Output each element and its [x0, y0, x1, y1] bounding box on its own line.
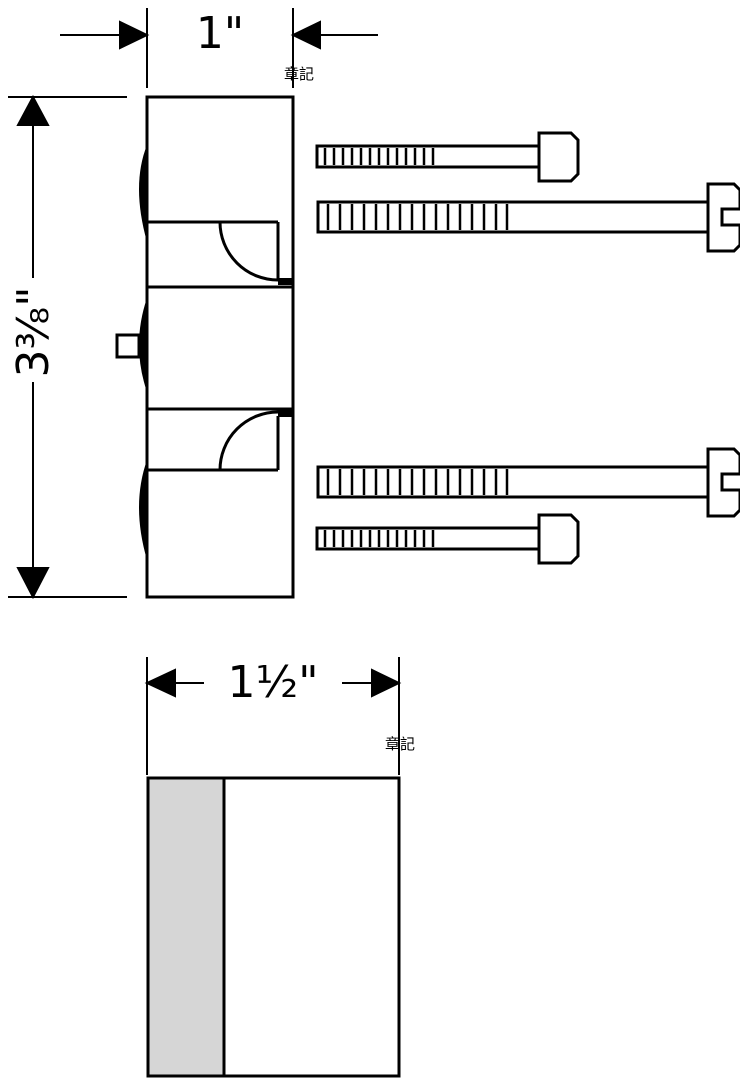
- short-screw-top: [315, 131, 580, 183]
- stem-nub: [115, 333, 141, 359]
- long-screw-top: [316, 182, 740, 253]
- trim-plate: [146, 776, 401, 1078]
- short-screw-bottom: [315, 513, 580, 565]
- side-tabs: [278, 278, 293, 417]
- long-screw-bottom: [316, 447, 740, 518]
- height-label: 3⅜": [8, 287, 59, 378]
- valve-body: [145, 95, 295, 599]
- height-dimension: [8, 94, 127, 600]
- top-width-dimension: [60, 8, 378, 88]
- top-mark-note: 章記: [284, 65, 314, 83]
- bottom-width-label: 1½": [228, 657, 319, 708]
- left-bumps: [139, 145, 147, 560]
- top-width-label: 1": [196, 8, 244, 59]
- bottom-width-dimension: [144, 657, 402, 775]
- bottom-mark-note: 章記: [385, 735, 415, 753]
